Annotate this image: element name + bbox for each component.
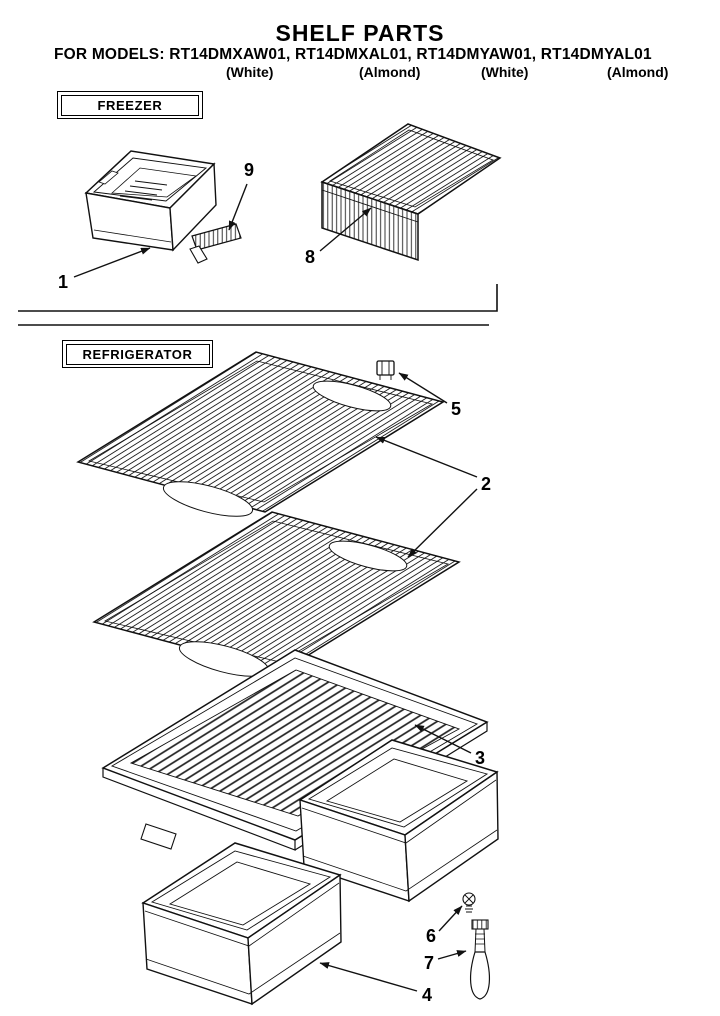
- callout-number-1: 1: [58, 272, 68, 292]
- freezer-divider-part-9: [189, 223, 242, 264]
- shelf-clip-part-5: [376, 360, 395, 380]
- section-divider-lines: [18, 284, 498, 326]
- crisper-drawer-left-part-4: [142, 842, 342, 1005]
- control-bulb-part-7: [470, 919, 490, 1000]
- freezer-section-label-text: FREEZER: [60, 94, 200, 116]
- finish-label-white-2: (White): [481, 64, 529, 80]
- arrow-to-part-2-lower: [407, 488, 478, 558]
- callout-number-5: 5: [451, 399, 461, 419]
- finish-label-almond-2: (Almond): [607, 64, 669, 80]
- freezer-shelf-part-8: [320, 123, 502, 262]
- freezer-bin-part-1: [84, 150, 217, 252]
- finish-label-almond-1: (Almond): [359, 64, 421, 80]
- finish-label-white-1: (White): [226, 64, 274, 80]
- callout-number-8: 8: [305, 247, 315, 267]
- arrow-to-part-7: [437, 950, 467, 960]
- arrow-to-part-9: [228, 183, 248, 231]
- refrigerator-section-label: REFRIGERATOR: [62, 340, 214, 368]
- wire-shelf-upper-part-2: [77, 351, 444, 525]
- wire-shelf-lower-part-2: [93, 511, 460, 685]
- page-title: SHELF PARTS: [275, 20, 445, 46]
- callout-number-2: 2: [481, 474, 491, 494]
- arrow-to-part-5: [398, 372, 448, 404]
- bulb-screw-part-6: [462, 892, 476, 913]
- arrow-to-part-6: [438, 905, 463, 932]
- callout-arrows: [73, 183, 478, 992]
- callout-number-3: 3: [475, 748, 485, 768]
- callout-number-7: 7: [424, 953, 434, 973]
- callout-number-6: 6: [426, 926, 436, 946]
- callout-number-9: 9: [244, 160, 254, 180]
- models-line: FOR MODELS: RT14DMXAW01, RT14DMXAL01, RT…: [54, 46, 652, 63]
- freezer-section-label: FREEZER: [57, 91, 203, 119]
- refrigerator-section-label-text: REFRIGERATOR: [65, 343, 210, 365]
- arrow-to-part-1: [73, 247, 151, 278]
- callout-number-4: 4: [422, 985, 432, 1005]
- arrow-to-part-2-upper: [375, 436, 478, 478]
- arrow-to-part-8: [319, 207, 372, 252]
- arrow-to-part-4: [319, 962, 418, 992]
- arrow-to-part-3: [414, 724, 472, 754]
